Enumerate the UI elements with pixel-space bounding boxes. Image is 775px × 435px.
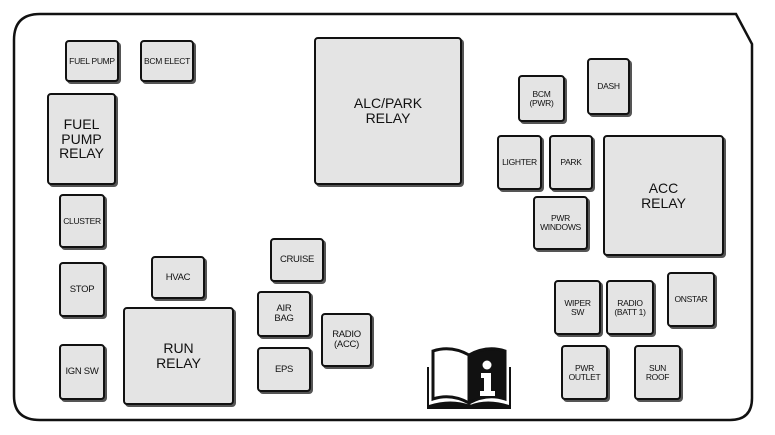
relay-fuel-pump[interactable]: FUEL PUMP RELAY	[47, 93, 116, 185]
fuse-onstar[interactable]: ONSTAR	[667, 272, 715, 327]
fuse-wiper-sw[interactable]: WIPER SW	[554, 280, 601, 335]
fuse-fuel-pump[interactable]: FUEL PUMP	[65, 40, 119, 82]
fuse-hvac[interactable]: HVAC	[151, 256, 205, 299]
fuse-bcm-pwr[interactable]: BCM (PWR)	[518, 75, 565, 122]
relay-acc[interactable]: ACC RELAY	[603, 135, 724, 256]
relay-run[interactable]: RUN RELAY	[123, 307, 234, 405]
info-book-icon	[427, 347, 511, 409]
fuse-cluster[interactable]: CLUSTER	[59, 194, 105, 248]
fuse-bcm-elect[interactable]: BCM ELECT	[140, 40, 194, 82]
fuse-cruise[interactable]: CRUISE	[270, 238, 324, 282]
fuse-radio-acc[interactable]: RADIO (ACC)	[321, 313, 372, 367]
fuse-sun-roof[interactable]: SUN ROOF	[634, 345, 681, 400]
fuse-stop[interactable]: STOP	[59, 262, 105, 317]
fuse-park[interactable]: PARK	[549, 135, 593, 190]
relay-alc-park[interactable]: ALC/PARK RELAY	[314, 37, 462, 185]
fuse-eps[interactable]: EPS	[257, 347, 311, 392]
fuse-pwr-outlet[interactable]: PWR OUTLET	[561, 345, 608, 400]
fuse-ign-sw[interactable]: IGN SW	[59, 344, 105, 400]
fuse-lighter[interactable]: LIGHTER	[497, 135, 542, 190]
fuse-dash[interactable]: DASH	[587, 58, 630, 115]
fuse-radio-batt1[interactable]: RADIO (BATT 1)	[606, 280, 654, 335]
fuse-pwr-windows[interactable]: PWR WINDOWS	[533, 196, 588, 250]
fuse-air-bag[interactable]: AIR BAG	[257, 291, 311, 337]
